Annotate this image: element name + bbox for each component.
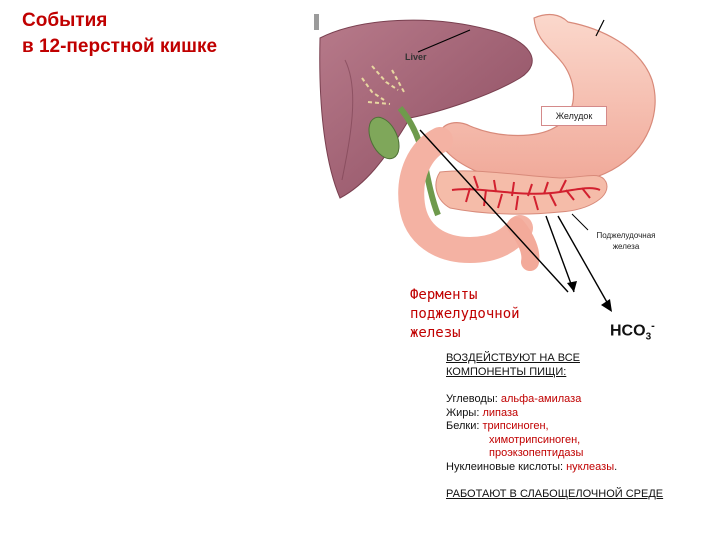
fats-label: Жиры: [446,407,482,419]
fats-row: Жиры: липаза [446,407,663,421]
carbs-label: Углеводы: [446,393,501,405]
proteins-enzyme-3: проэкзопептидазы [489,447,583,459]
enzymes-line-1: Ферменты [410,286,570,305]
carbs-enzyme: альфа-амилаза [501,393,582,405]
bicarbonate-base: HCO [610,322,646,339]
slide-marker [314,14,319,30]
nucleic-label: Нуклеиновые кислоты: [446,461,566,473]
pancreatic-enzymes-label: Ферменты поджелудочной железы [410,286,570,343]
proteins-row-3: проэкзопептидазы [446,447,663,461]
nucleic-period: . [614,461,617,473]
proteins-enzyme-2: химотрипсиноген, [489,434,580,446]
stomach-label: Желудок [541,106,607,126]
proteins-row-2: химотрипсиноген, [446,434,663,448]
enzymes-line-3: железы [410,324,570,343]
enzymes-line-2: поджелудочной [410,305,570,324]
carbs-row: Углеводы: альфа-амилаза [446,393,663,407]
enzyme-info-block: ВОЗДЕЙСТВУЮТ НА ВСЕ КОМПОНЕНТЫ ПИЩИ: Угл… [446,352,663,502]
bicarbonate-subscript: 3 [646,332,652,343]
info-heading-line-1: ВОЗДЕЙСТВУЮТ НА ВСЕ [446,352,663,366]
pancreas-label: Поджелудочная железа [586,230,666,252]
bicarbonate-superscript: - [651,320,655,332]
proteins-row: Белки: трипсиноген, [446,420,663,434]
pointer-line-pancreas [572,214,588,230]
info-footer: РАБОТАЮТ В СЛАБОЩЕЛОЧНОЙ СРЕДЕ [446,488,663,502]
info-heading-line-2: КОМПОНЕНТЫ ПИЩИ: [446,366,663,380]
liver-label: Liver [405,52,427,62]
fats-enzyme: липаза [482,407,518,419]
pancreas-label-line-2: железа [586,241,666,252]
proteins-label: Белки: [446,420,482,432]
jejunum-segment [516,226,530,262]
nucleic-enzyme: нуклеазы [566,461,614,473]
proteins-enzyme-1: трипсиноген, [482,420,548,432]
pancreas-label-line-1: Поджелудочная [586,230,666,241]
nucleic-row: Нуклеиновые кислоты: нуклеазы. [446,461,663,475]
bicarbonate-formula: HCO3- [610,320,655,343]
arrow-to-enzymes [546,216,574,292]
